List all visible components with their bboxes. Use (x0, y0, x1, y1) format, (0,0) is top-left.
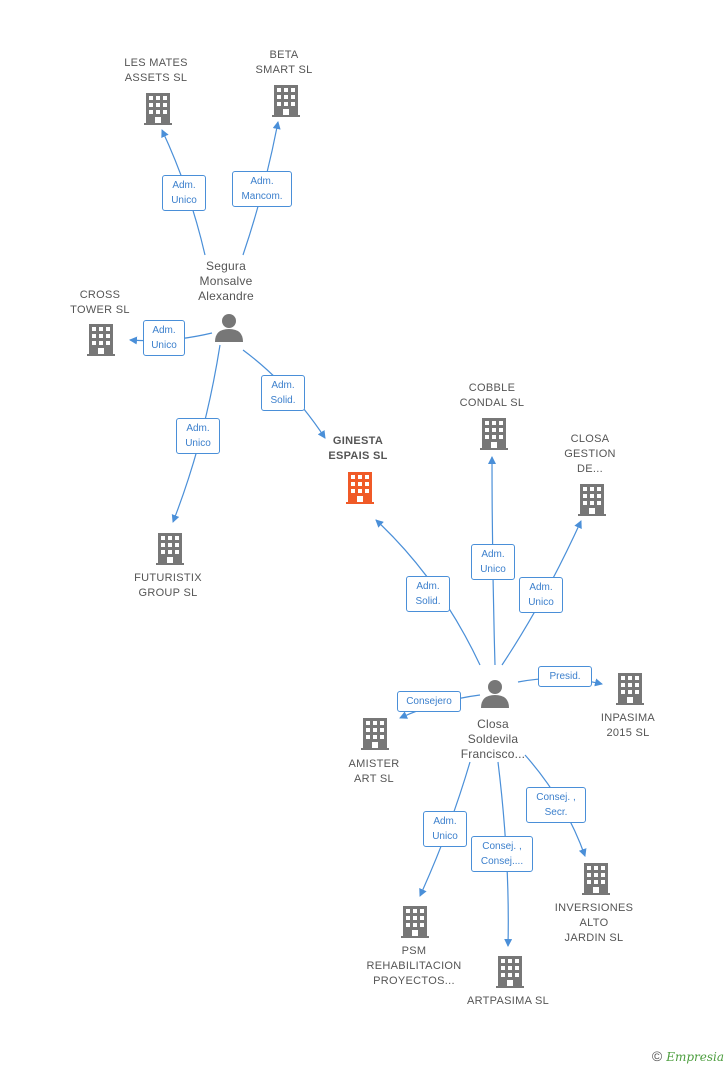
node-ginesta[interactable]: GINESTA ESPAIS SL (328, 435, 388, 462)
edge-label-consej-secr: Consej. , Secr. (526, 787, 586, 823)
node-beta-smart[interactable]: BETA SMART SL (255, 49, 313, 76)
copyright-icon: © (651, 1048, 663, 1064)
building-icon-cross (87, 324, 115, 356)
node-segura[interactable]: Segura Monsalve Alexandre (198, 259, 254, 303)
edge-label-adm-unico: Adm. Unico (519, 577, 563, 613)
node-closa-soldevila[interactable]: Closa Soldevila Francisco... (460, 717, 526, 761)
edge-label-presid: Presid. (538, 666, 592, 687)
building-icon-closagestion (578, 484, 606, 516)
building-icon-ginesta (346, 472, 374, 504)
building-icon-amister (361, 718, 389, 750)
node-inversiones[interactable]: INVERSIONES ALTO JARDIN SL (554, 902, 634, 944)
node-cobble[interactable]: COBBLE CONDAL SL (459, 382, 525, 409)
building-icon-inversiones (582, 863, 610, 895)
building-icon-lesmates (144, 93, 172, 125)
node-closa-gestion[interactable]: CLOSA GESTION DE... (564, 433, 616, 475)
edge-label-adm-solid: Adm. Solid. (261, 375, 305, 411)
building-icon-cobble (480, 418, 508, 450)
building-icon-inpasima (616, 673, 644, 705)
node-inpasima[interactable]: INPASIMA 2015 SL (600, 712, 656, 739)
building-icon-futuristix (156, 533, 184, 565)
edge-label-adm-mancom: Adm. Mancom. (232, 171, 292, 207)
node-psm[interactable]: PSM REHABILITACION PROYECTOS... (366, 945, 462, 987)
node-cross-tower[interactable]: CROSS TOWER SL (70, 289, 130, 316)
edge-label-adm-unico: Adm. Unico (143, 320, 185, 356)
brand-logo[interactable]: Empresia (666, 1050, 724, 1064)
edge-label-adm-unico: Adm. Unico (176, 418, 220, 454)
building-icon-artpasima (496, 956, 524, 988)
edge-label-adm-unico: Adm. Unico (423, 811, 467, 847)
node-les-mates[interactable]: LES MATES ASSETS SL (124, 57, 188, 84)
edge-label-adm-unico: Adm. Unico (162, 175, 206, 211)
node-futuristix[interactable]: FUTURISTIX GROUP SL (134, 572, 202, 599)
edge-label-adm-solid: Adm. Solid. (406, 576, 450, 612)
node-amister[interactable]: AMISTER ART SL (348, 758, 400, 785)
building-icon-psm (401, 906, 429, 938)
edge-label-consej-consej: Consej. , Consej.... (471, 836, 533, 872)
building-icon-beta (272, 85, 300, 117)
person-icon-segura (215, 314, 243, 342)
node-artpasima[interactable]: ARTPASIMA SL (466, 995, 550, 1007)
person-icon-closa (481, 680, 509, 708)
edge-label-adm-unico: Adm. Unico (471, 544, 515, 580)
footer: ©Empresia (652, 1048, 724, 1064)
edge-label-consejero: Consejero (397, 691, 461, 712)
